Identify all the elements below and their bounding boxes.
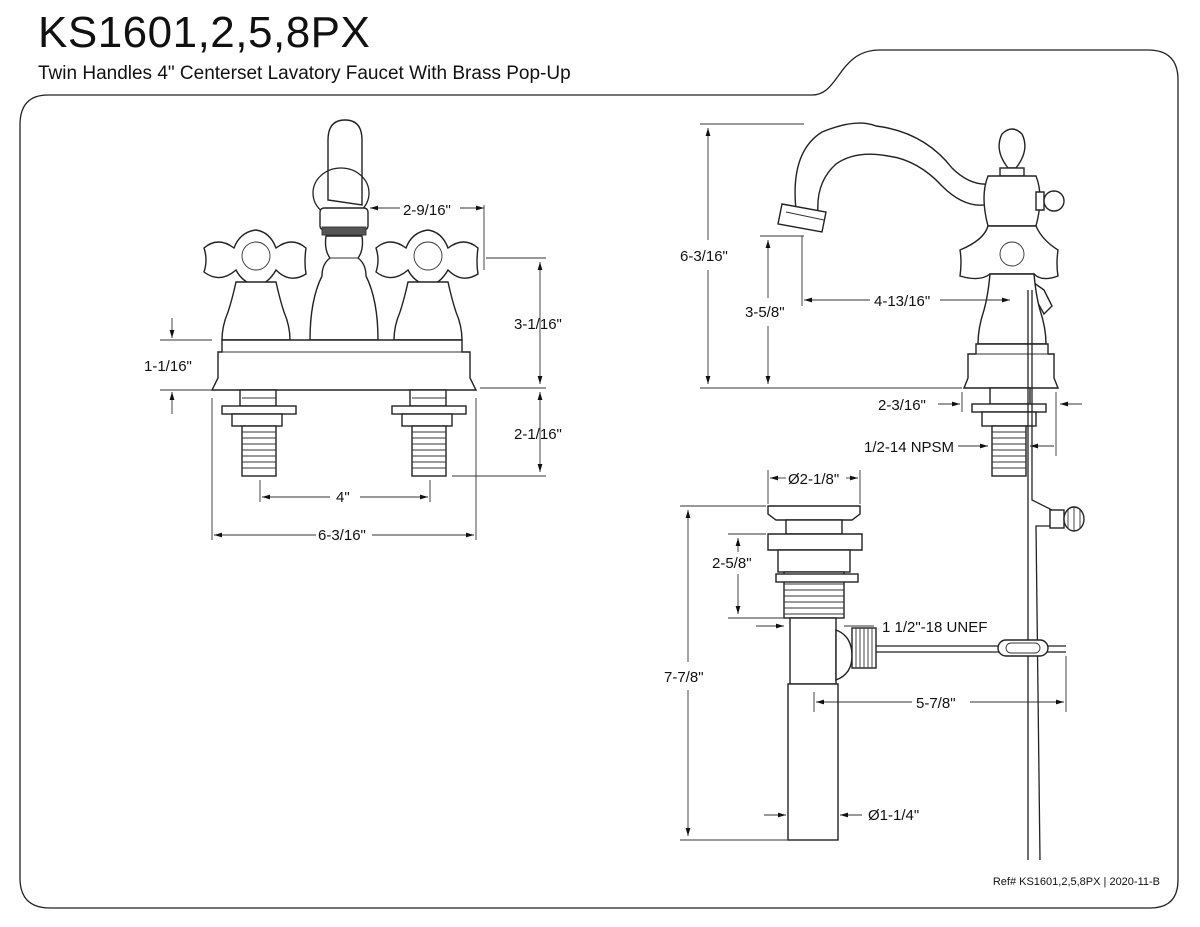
popup-drain-view: Ø2-1/8" 2-5/8" 1 1/2"-18 UNEF 7-7/8" 5-7… [664, 290, 1085, 861]
side-base [962, 343, 1060, 389]
dim-rod-length: 5-7/8" [916, 695, 956, 712]
side-aerator [777, 203, 827, 233]
side-view: 6-3/16" 3-5/8" 4-13/16" 2-3/16" 1/2-14 N… [680, 122, 1082, 477]
dim-side-thread: 1/2-14 NPSM [864, 439, 954, 456]
right-cross-handle [375, 229, 479, 287]
dim-side-overall-height: 6-3/16" [680, 248, 728, 265]
side-globe [983, 175, 1041, 227]
spout-tube [327, 119, 363, 206]
dim-overall-width: 6-3/16" [318, 527, 366, 544]
dim-flange-dia: Ø2-1/8" [788, 471, 839, 488]
dim-popup-overall-height: 7-7/8" [664, 669, 704, 686]
left-handle-body [221, 281, 291, 341]
right-handle-body [393, 281, 463, 341]
left-cross-handle [203, 229, 307, 287]
model-title: KS1601,2,5,8PX [38, 8, 371, 57]
dim-spout-reach: 4-13/16" [874, 293, 930, 310]
deck-plate [210, 339, 478, 391]
dim-spout-height: 3-5/8" [745, 304, 785, 321]
dim-popup-thread: 1 1/2"-18 UNEF [882, 619, 987, 636]
dim-base-depth: 2-3/16" [878, 397, 926, 414]
dim-tail-dia: Ø1-1/4" [868, 807, 919, 824]
drain-flange [767, 533, 863, 551]
side-handle-body [977, 273, 1047, 345]
spout-body [309, 235, 379, 341]
clevis-strap [997, 639, 1049, 657]
side-spout [794, 122, 991, 213]
dim-shank-length: 2-1/16" [514, 426, 562, 443]
left-shank [221, 389, 297, 477]
side-cross-handle [959, 225, 1059, 280]
drawing-frame [19, 49, 1179, 909]
side-finial [998, 128, 1026, 169]
side-shank [991, 425, 1027, 477]
dim-center-spacing: 4" [336, 489, 350, 506]
front-view: 2-9/16" 3-1/16" 1-1/16" 2-1/16" 4" 6-3/1… [144, 119, 562, 544]
product-description: Twin Handles 4" Centerset Lavatory Fauce… [38, 63, 571, 84]
dim-deck-height: 3-1/16" [514, 316, 562, 333]
right-shank [391, 389, 467, 477]
tailpiece [787, 683, 839, 841]
dim-base-height: 1-1/16" [144, 358, 192, 375]
side-knob [1043, 190, 1065, 212]
dim-spout-offset: 2-9/16" [403, 202, 451, 219]
reference-number: Ref# KS1601,2,5,8PX | 2020-11-B [992, 876, 1160, 888]
drain-stopper [767, 505, 861, 521]
dim-body-height: 2-5/8" [712, 555, 752, 572]
